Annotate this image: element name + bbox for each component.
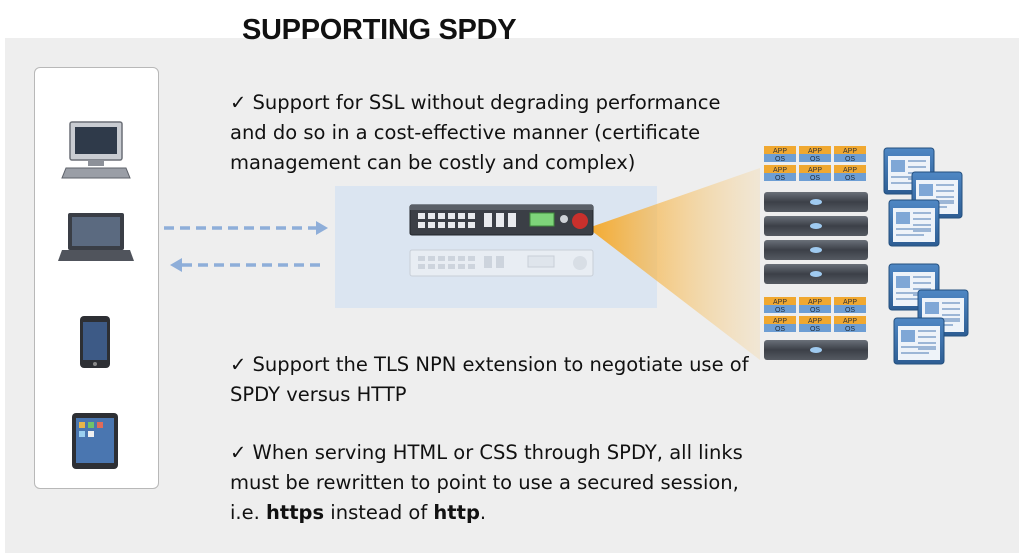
os-label: OS (845, 175, 855, 182)
os-label: OS (845, 307, 855, 314)
web-document-icon (893, 317, 945, 365)
laptop-icon (58, 213, 134, 261)
desktop-computer-icon (61, 121, 131, 179)
web-content-icons (883, 147, 969, 365)
load-balancer-active-icon (409, 204, 594, 236)
load-balancer-standby-icon (409, 249, 594, 277)
app-label: APP (773, 148, 787, 155)
app-label: APP (843, 148, 857, 155)
app-label: APP (843, 299, 857, 306)
check-mark: ✓ (230, 91, 247, 114)
check-mark: ✓ (230, 441, 247, 464)
os-label: OS (810, 326, 820, 333)
os-label: OS (845, 156, 855, 163)
app-label: APP (843, 318, 857, 325)
app-label: APP (808, 318, 822, 325)
os-label: OS (810, 175, 820, 182)
os-label: OS (810, 156, 820, 163)
os-label: OS (810, 307, 820, 314)
os-label: OS (775, 307, 785, 314)
os-label: OS (775, 326, 785, 333)
app-label: APP (808, 167, 822, 174)
smartphone-icon (80, 316, 110, 368)
response-arrow (170, 258, 322, 272)
app-label: APP (773, 167, 787, 174)
bullet-ssl-support: ✓ Support for SSL without degrading perf… (230, 91, 721, 174)
tablet-icon (72, 413, 118, 469)
web-document-icon (888, 199, 940, 247)
app-label: APP (808, 148, 822, 155)
request-arrow (164, 221, 328, 235)
os-label: OS (775, 175, 785, 182)
bullet-tls-npn: ✓ Support the TLS NPN extension to negot… (230, 353, 749, 406)
os-label: OS (775, 156, 785, 163)
traffic-beam (588, 168, 760, 360)
bullet-link-rewrite: ✓ When serving HTML or CSS through SPDY,… (230, 441, 743, 524)
app-label: APP (773, 299, 787, 306)
app-label: APP (808, 299, 822, 306)
slide-title: SUPPORTING SPDY (242, 14, 517, 46)
os-label: OS (845, 326, 855, 333)
check-mark: ✓ (230, 353, 247, 376)
app-label: APP (773, 318, 787, 325)
app-label: APP (843, 167, 857, 174)
